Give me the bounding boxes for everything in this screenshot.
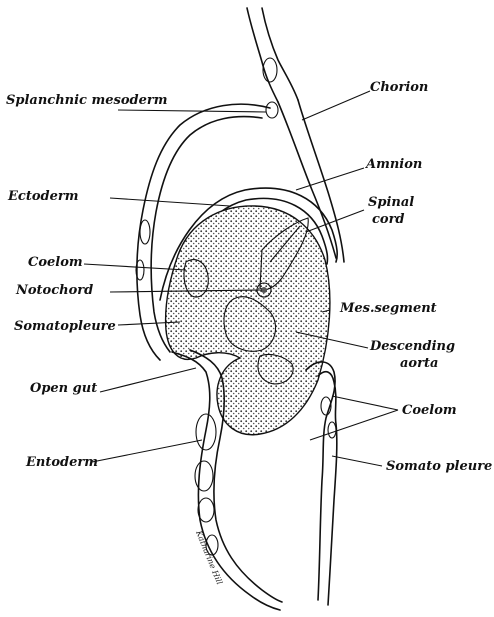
label-spinal-cord-2: cord	[372, 212, 405, 227]
label-entoderm: Entoderm	[25, 455, 98, 470]
label-coelom-left: Coelom	[28, 255, 83, 270]
label-notochord: Notochord	[15, 283, 93, 298]
label-coelom-right: Coelom	[402, 403, 457, 418]
label-splanchnic-mesoderm: Splanchnic mesoderm	[6, 93, 167, 108]
label-somatopleure-right: Somato pleure	[386, 459, 492, 474]
label-amnion: Amnion	[364, 157, 422, 172]
label-mes-segment: Mes.segment	[339, 301, 437, 316]
label-ectoderm: Ectoderm	[7, 189, 78, 204]
label-chorion: Chorion	[370, 80, 428, 95]
label-somatopleure-left: Somatopleure	[14, 319, 116, 334]
label-descending-aorta-2: aorta	[400, 356, 438, 371]
embryo-body	[166, 206, 330, 435]
label-open-gut: Open gut	[30, 381, 97, 396]
label-descending-aorta-1: Descending	[369, 339, 455, 354]
somatopleure-right-fold	[306, 362, 337, 605]
label-spinal-cord-1: Spinal	[368, 195, 414, 210]
